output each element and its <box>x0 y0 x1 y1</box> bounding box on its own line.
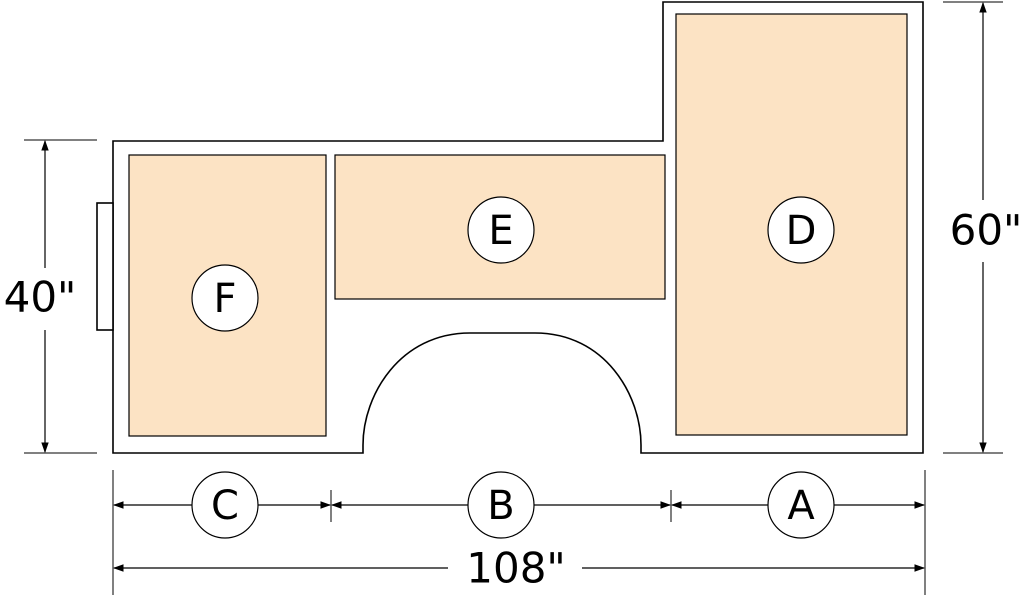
section-c-dimension: C <box>112 471 332 539</box>
total-width-dimension: 108" <box>112 544 926 593</box>
section-e-label: E <box>488 208 513 254</box>
section-c-label: C <box>211 483 239 529</box>
section-a-label: A <box>787 483 815 529</box>
section-f-label: F <box>213 276 236 322</box>
left-height-label: 40" <box>4 273 77 322</box>
section-d-label: D <box>786 208 817 254</box>
section-b-dimension: B <box>330 471 672 539</box>
side-tab <box>96 202 114 331</box>
section-f-badge: F <box>191 264 259 332</box>
right-height-label: 60" <box>950 206 1023 255</box>
section-e-badge: E <box>467 196 535 264</box>
section-b-label: B <box>487 483 514 529</box>
total-width-label: 108" <box>466 544 565 593</box>
section-d-badge: D <box>767 196 835 264</box>
left-height-dimension: 40" <box>4 139 97 454</box>
section-a-dimension: A <box>670 471 926 539</box>
right-height-dimension: 60" <box>943 1 1023 454</box>
